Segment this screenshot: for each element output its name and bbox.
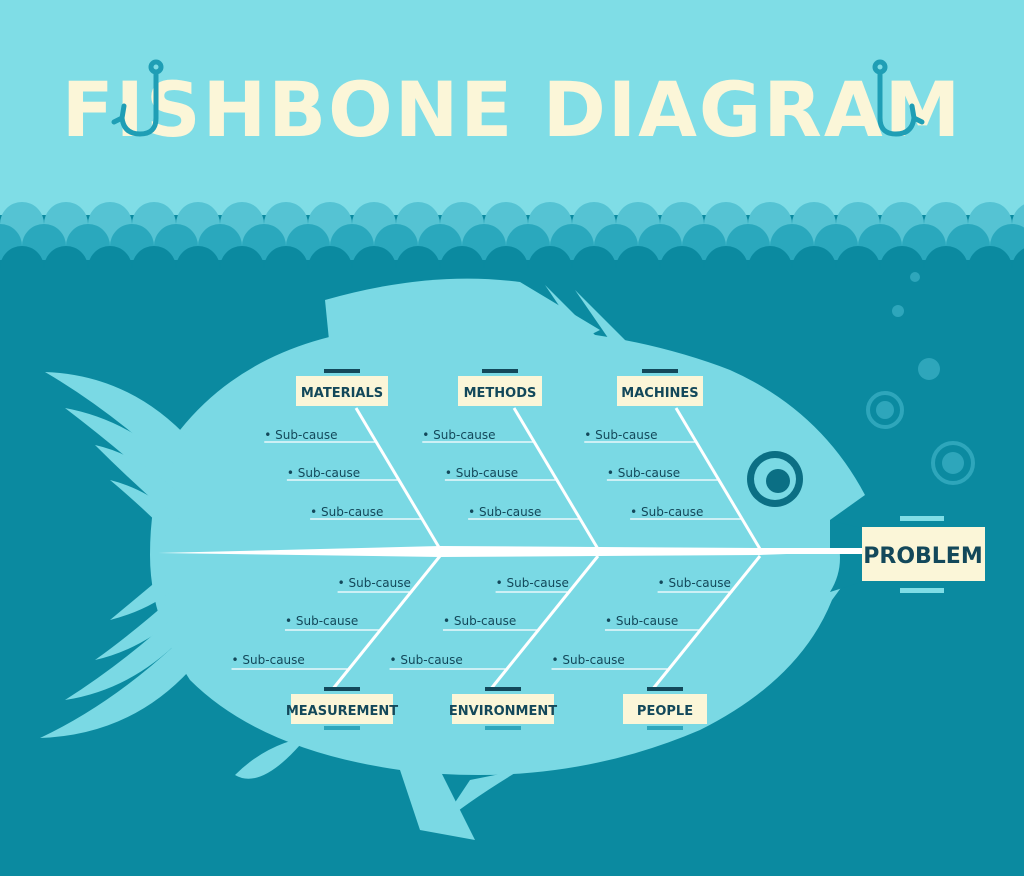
sub-cause-label: • Sub-cause xyxy=(630,505,703,519)
bubble-icon xyxy=(866,272,975,485)
fish-hook-icon xyxy=(111,59,164,137)
category-label: MEASUREMENT xyxy=(286,704,398,719)
labels-group: • Sub-cause • Sub-cause • Sub-cause MATERIA… xyxy=(232,369,731,730)
category-label: MACHINES xyxy=(621,386,698,401)
bones-group xyxy=(231,407,762,691)
fish-spine xyxy=(158,546,870,557)
sub-cause-label: • Sub-cause xyxy=(658,576,731,590)
cause-bone-top xyxy=(674,407,762,550)
category-label: PEOPLE xyxy=(637,704,693,719)
category-box-measurement: MEASUREMENT xyxy=(286,687,398,730)
sub-cause-label: • Sub-cause xyxy=(264,428,337,442)
category-box-people: PEOPLE xyxy=(623,687,707,730)
cause-bone-bottom xyxy=(650,555,762,691)
problem-label: PROBLEM xyxy=(863,544,982,569)
sub-cause-label: • Sub-cause xyxy=(445,466,518,480)
page-title: FISHBONE DIAGRAM xyxy=(62,65,963,154)
sub-cause-label: • Sub-cause xyxy=(443,614,516,628)
cause-bone-top xyxy=(354,407,442,550)
waves xyxy=(0,202,1024,268)
category-box-materials: MATERIALS xyxy=(296,369,388,406)
sub-cause-label: • Sub-cause xyxy=(390,653,463,667)
sub-cause-label: • Sub-cause xyxy=(552,653,625,667)
sub-cause-label: • Sub-cause xyxy=(607,466,680,480)
sub-cause-label: • Sub-cause xyxy=(605,614,678,628)
fish-mouth xyxy=(830,520,868,592)
sub-cause-label: • Sub-cause xyxy=(232,653,305,667)
cause-bone-bottom xyxy=(488,555,600,691)
cause-bone-top xyxy=(512,407,600,550)
category-label: METHODS xyxy=(464,386,537,401)
category-box-methods: METHODS xyxy=(458,369,542,406)
fish-eye-icon xyxy=(747,451,803,507)
category-box-environment: ENVIRONMENT xyxy=(449,687,557,730)
cause-bone-bottom xyxy=(330,555,442,691)
fish-hook-icon xyxy=(872,59,925,137)
category-label: ENVIRONMENT xyxy=(449,704,557,719)
sub-cause-label: • Sub-cause xyxy=(422,428,495,442)
sub-cause-label: • Sub-cause xyxy=(584,428,657,442)
category-box-machines: MACHINES xyxy=(617,369,703,406)
category-label: MATERIALS xyxy=(301,386,383,401)
sub-cause-label: • Sub-cause xyxy=(285,614,358,628)
sub-cause-label: • Sub-cause xyxy=(496,576,569,590)
wave-row xyxy=(0,246,1024,268)
sub-cause-label: • Sub-cause xyxy=(310,505,383,519)
problem-box: PROBLEM xyxy=(862,516,985,593)
sub-cause-label: • Sub-cause xyxy=(338,576,411,590)
sub-cause-label: • Sub-cause xyxy=(287,466,360,480)
sub-cause-label: • Sub-cause xyxy=(468,505,541,519)
